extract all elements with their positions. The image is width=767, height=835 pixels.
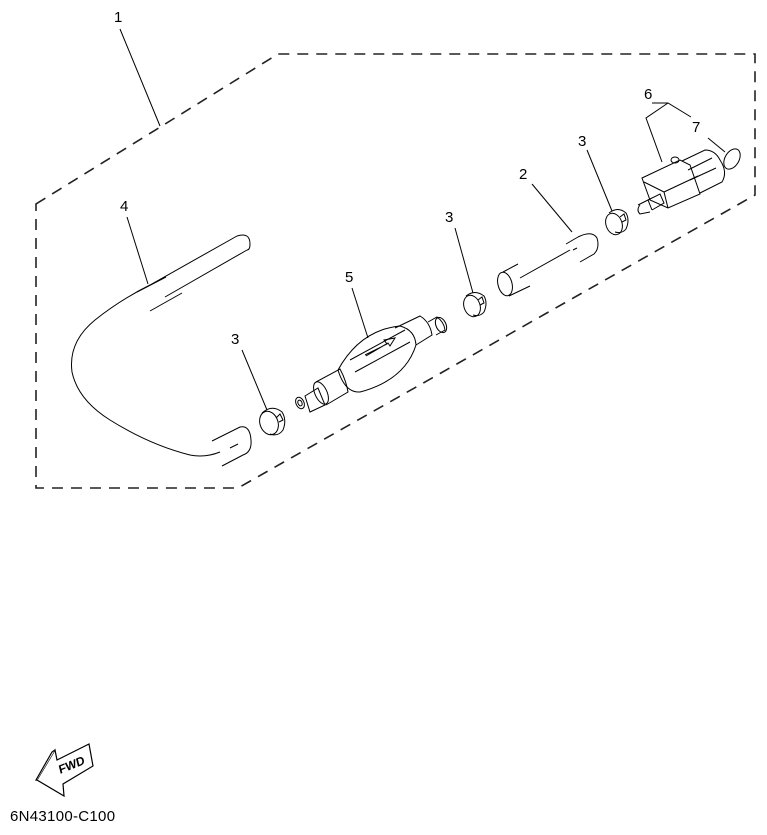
primer-bulb-part-5	[295, 315, 448, 413]
callout-1: 1	[114, 9, 123, 26]
clip-part-3a	[605, 209, 629, 236]
callout-3c: 3	[231, 331, 240, 348]
assembly-boundary	[35, 53, 756, 489]
drawing-code: 6N43100-C100	[10, 808, 116, 825]
callout-5: 5	[345, 269, 354, 286]
connector-part-6	[637, 149, 726, 215]
callout-2: 2	[519, 166, 528, 183]
callout-6: 6	[644, 86, 653, 103]
callout-4: 4	[120, 198, 129, 215]
hose-part-4	[70, 234, 252, 467]
callout-7: 7	[692, 119, 701, 136]
clip-part-3b	[463, 292, 487, 318]
callout-3b: 3	[445, 209, 454, 226]
hose-part-2	[497, 233, 599, 297]
clip-part-3c	[259, 407, 286, 436]
callout-3a: 3	[578, 133, 587, 150]
fwd-arrow-icon	[34, 743, 94, 798]
oring-part-7	[723, 148, 741, 170]
